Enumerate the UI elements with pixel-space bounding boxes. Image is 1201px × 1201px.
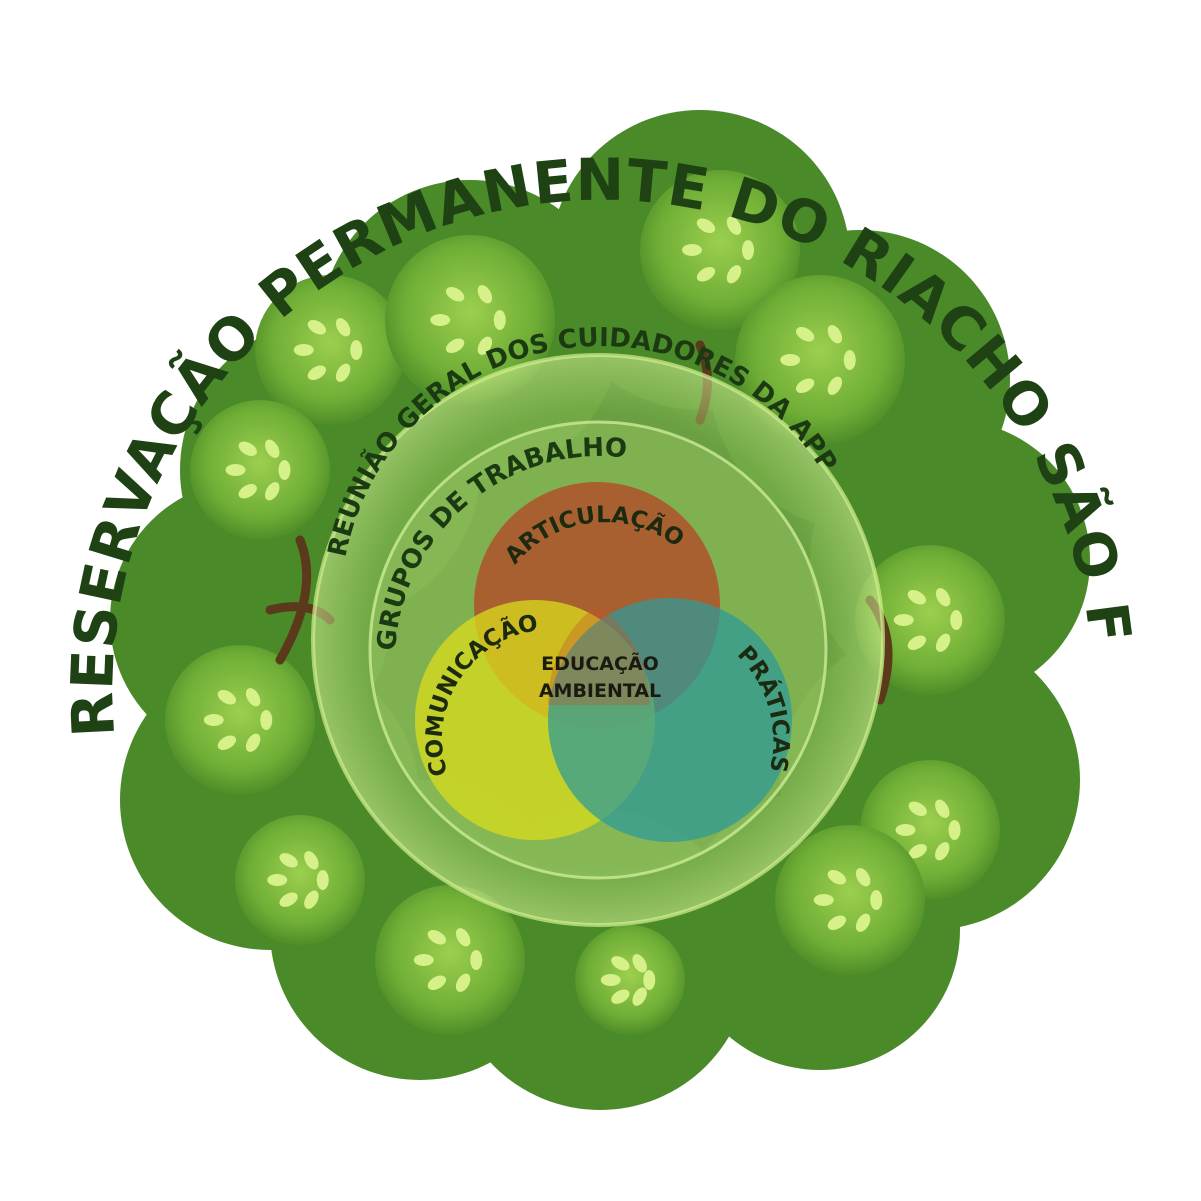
center-label-line2: AMBIENTAL (539, 680, 661, 702)
venn-diagram (415, 482, 792, 842)
center-label-line1: EDUCAÇÃO (541, 651, 659, 675)
circle-praticas (548, 598, 792, 842)
